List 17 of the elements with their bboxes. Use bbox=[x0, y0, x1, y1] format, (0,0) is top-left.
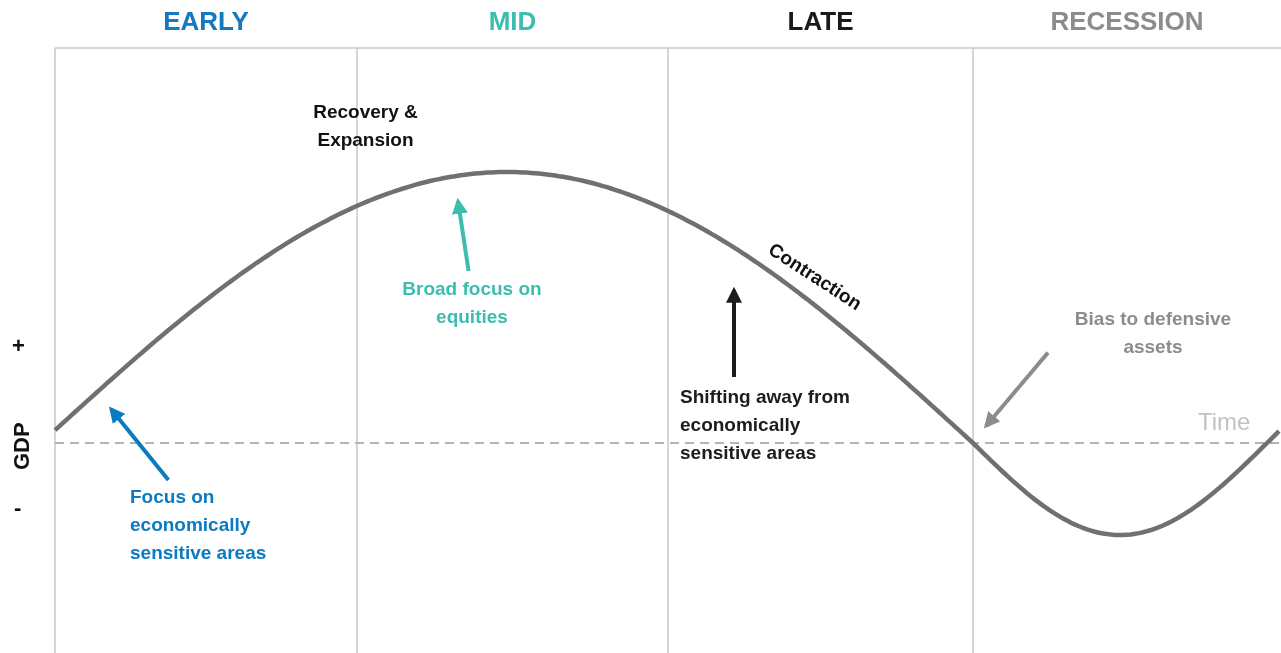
axis-label: GDP bbox=[8, 422, 35, 470]
annotation-text: Shifting away from economically sensitive areas bbox=[680, 383, 880, 467]
phase-heading: RECESSION bbox=[1049, 6, 1205, 37]
axis-label: Time bbox=[1198, 408, 1251, 436]
annotation-text: Broad focus on equities bbox=[387, 275, 557, 331]
annotation-text: Focus on economically sensitive areas bbox=[130, 483, 290, 567]
arrow bbox=[726, 286, 742, 377]
phase-heading: MID bbox=[487, 6, 538, 37]
arrow bbox=[109, 406, 170, 482]
phase-heading: LATE bbox=[786, 6, 855, 37]
phase-heading: EARLY bbox=[162, 6, 250, 37]
annotation-text: Bias to defensive assets bbox=[1058, 305, 1248, 361]
arrow bbox=[452, 197, 471, 272]
phase-caption: Recovery & Expansion bbox=[312, 100, 419, 152]
axis-sign: + bbox=[12, 332, 25, 360]
arrow bbox=[983, 351, 1050, 429]
axis-sign: - bbox=[14, 494, 22, 522]
